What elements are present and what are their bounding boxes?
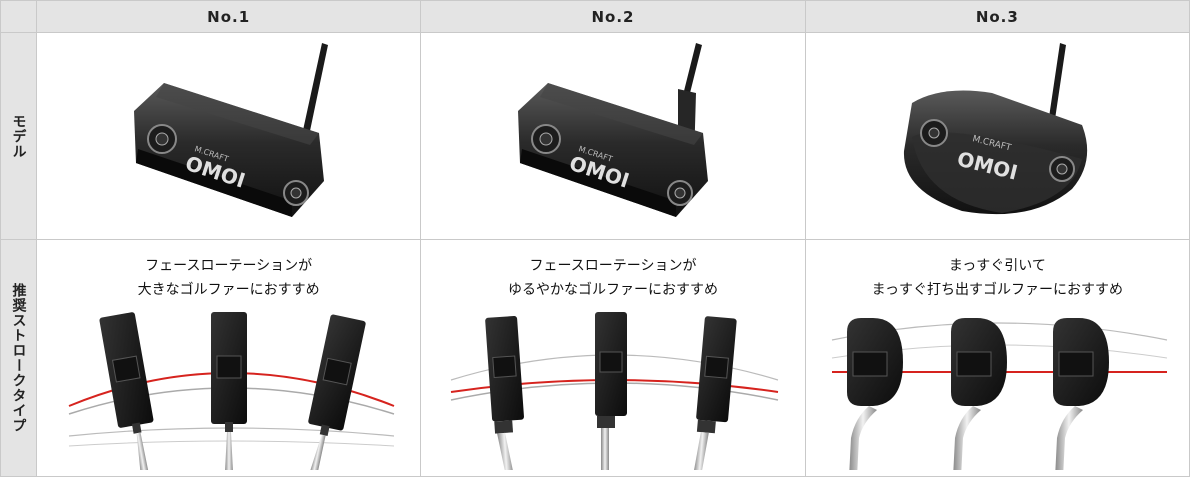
stroke-description-1: フェースローテーションが 大きなゴルファーにおすすめ <box>37 254 420 302</box>
stroke-description-3: まっすぐ引いて まっすぐ打ち出すゴルファーにおすすめ <box>806 254 1189 302</box>
corner-cell <box>0 0 37 33</box>
row-header-stroke: 推奨ストロークタイプ <box>0 239 37 477</box>
column-header-2: No.2 <box>420 0 806 33</box>
model-cell-3: M.CRAFT OMOI <box>804 32 1190 240</box>
putter-image-3: M.CRAFT OMOI <box>904 43 1088 215</box>
row-label-model: モデル <box>10 113 27 159</box>
stroke-description-1-line-2: 大きなゴルファーにおすすめ <box>137 282 320 298</box>
stroke-description-2-line-1: フェースローテーションが <box>529 258 697 274</box>
row-header-model: モデル <box>0 32 37 240</box>
stroke-diagram-1 <box>68 312 395 470</box>
model-cell-1: M.CRAFT OMOI <box>35 32 422 240</box>
putter-image-1: M.CRAFT OMOI <box>133 43 328 217</box>
stroke-description-1-line-1: フェースローテーションが <box>145 258 313 274</box>
stroke-cell-2: フェースローテーションが ゆるやかなゴルファーにおすすめ <box>420 239 806 477</box>
stroke-diagram-3 <box>832 318 1168 470</box>
column-header-3: No.3 <box>804 0 1190 33</box>
stroke-cell-1: フェースローテーションが 大きなゴルファーにおすすめ <box>35 239 422 477</box>
stroke-description-2: フェースローテーションが ゆるやかなゴルファーにおすすめ <box>421 254 804 302</box>
stroke-description-3-line-1: まっすぐ引いて <box>948 258 1046 274</box>
stroke-description-3-line-2: まっすぐ打ち出すゴルファーにおすすめ <box>871 282 1124 298</box>
column-header-1: No.1 <box>35 0 422 33</box>
row-label-stroke: 推奨ストロークタイプ <box>10 283 27 433</box>
model-cell-2: M.CRAFT OMOI <box>420 32 806 240</box>
stroke-diagram-2 <box>450 312 779 470</box>
stroke-cell-3: まっすぐ引いて まっすぐ打ち出すゴルファーにおすすめ <box>804 239 1190 477</box>
stroke-description-2-line-2: ゆるやかなゴルファーにおすすめ <box>507 282 718 298</box>
putter-image-2: M.CRAFT OMOI <box>517 43 708 217</box>
